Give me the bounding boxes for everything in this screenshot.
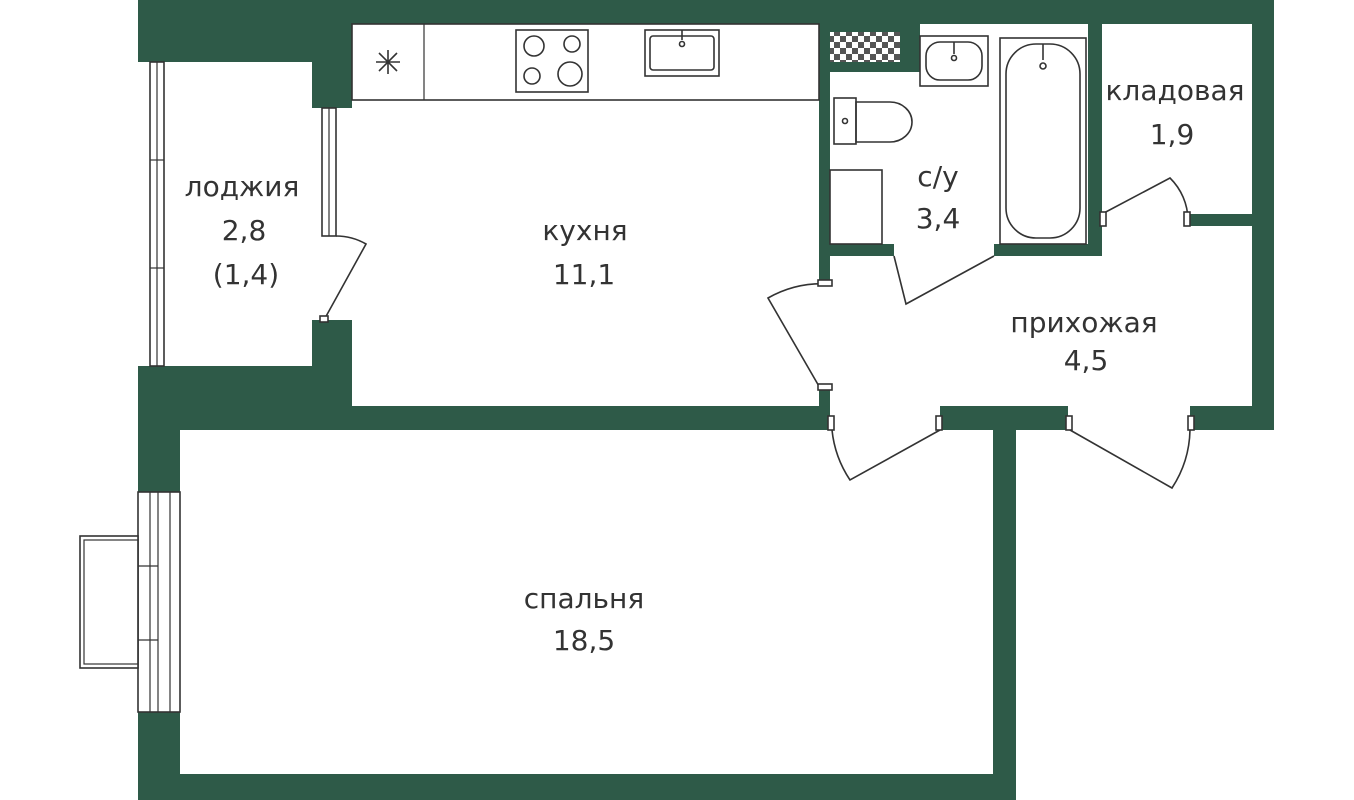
- sink-icon: [644, 29, 720, 77]
- kitchen-name: кухня: [542, 214, 627, 247]
- room-label-kitchen: кухня 11,1: [542, 214, 627, 291]
- bedroom-window: [79, 491, 181, 713]
- bathroom-name: с/у: [917, 160, 958, 193]
- walls: [138, 0, 1274, 800]
- room-label-hallway: прихожая 4,5: [1010, 306, 1157, 377]
- hallway-area: 4,5: [1064, 344, 1109, 377]
- hallway-name: прихожая: [1010, 306, 1157, 339]
- kitchen-counter: [351, 23, 820, 101]
- bathroom-fixtures: [829, 35, 1087, 306]
- bedroom-door: [827, 415, 943, 482]
- loggia-area: 2,8: [222, 214, 267, 247]
- room-label-bathroom: с/у 3,4: [916, 160, 961, 235]
- storage-name: кладовая: [1106, 74, 1245, 107]
- room-label-storage: кладовая 1,9: [1106, 74, 1245, 151]
- storage-area: 1,9: [1150, 118, 1195, 151]
- loggia-door: [319, 107, 368, 323]
- washbasin-icon: [919, 35, 989, 87]
- asterisk-icon: [376, 50, 400, 74]
- ventilation-shaft-icon: [830, 32, 900, 62]
- loggia-area-reduced: (1,4): [213, 258, 279, 291]
- room-label-loggia: лоджия 2,8 (1,4): [185, 170, 300, 291]
- bathroom-area: 3,4: [916, 202, 961, 235]
- toilet-icon: [833, 97, 913, 145]
- stove-icon: [515, 29, 589, 93]
- bedroom-area: 18,5: [553, 624, 615, 657]
- room-label-bedroom: спальня 18,5: [524, 582, 644, 657]
- bathtub-icon: [999, 37, 1087, 245]
- bedroom-name: спальня: [524, 582, 644, 615]
- storage-door: [1099, 177, 1191, 227]
- loggia-window: [149, 61, 165, 367]
- entrance-door: [1065, 415, 1195, 490]
- kitchen-area: 11,1: [553, 258, 615, 291]
- kitchen-door: [766, 279, 833, 391]
- loggia-name: лоджия: [185, 170, 300, 203]
